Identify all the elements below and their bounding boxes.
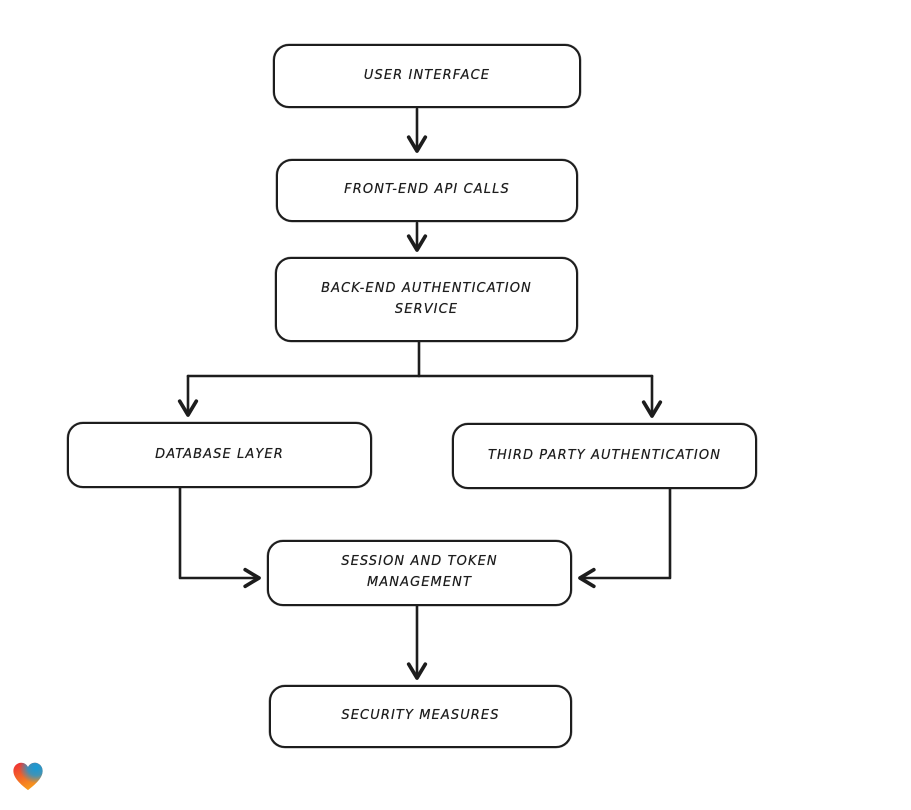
edge-database-to-session [178,486,261,589]
node-database-layer-label: DATABASE LAYER [155,446,284,462]
node-backend-auth-service-label: BACK-END AUTHENTICATION SERVICE [321,280,532,317]
node-frontend-api-calls: FRONT-END API CALLS [276,159,578,222]
node-database-layer: DATABASE LAYER [67,422,372,488]
node-user-interface: USER INTERFACE [273,44,581,108]
node-session-token-management: SESSION AND TOKEN MANAGEMENT [267,540,572,606]
node-session-token-management-label: SESSION AND TOKEN MANAGEMENT [341,554,498,590]
node-frontend-api-calls-label: FRONT-END API CALLS [344,182,510,198]
node-third-party-authentication-label: THIRD PARTY AUTHENTICATION [487,447,722,463]
node-security-measures-label: SECURITY MEASURES [341,708,500,724]
node-third-party-authentication: THIRD PARTY AUTHENTICATION [452,423,757,489]
node-security-measures: SECURITY MEASURES [269,685,572,748]
node-user-interface-label: USER INTERFACE [363,67,491,83]
node-backend-auth-service: BACK-END AUTHENTICATION SERVICE [275,257,578,342]
edge-thirdparty-to-session [578,487,672,589]
gradient-heart-icon [13,762,43,791]
